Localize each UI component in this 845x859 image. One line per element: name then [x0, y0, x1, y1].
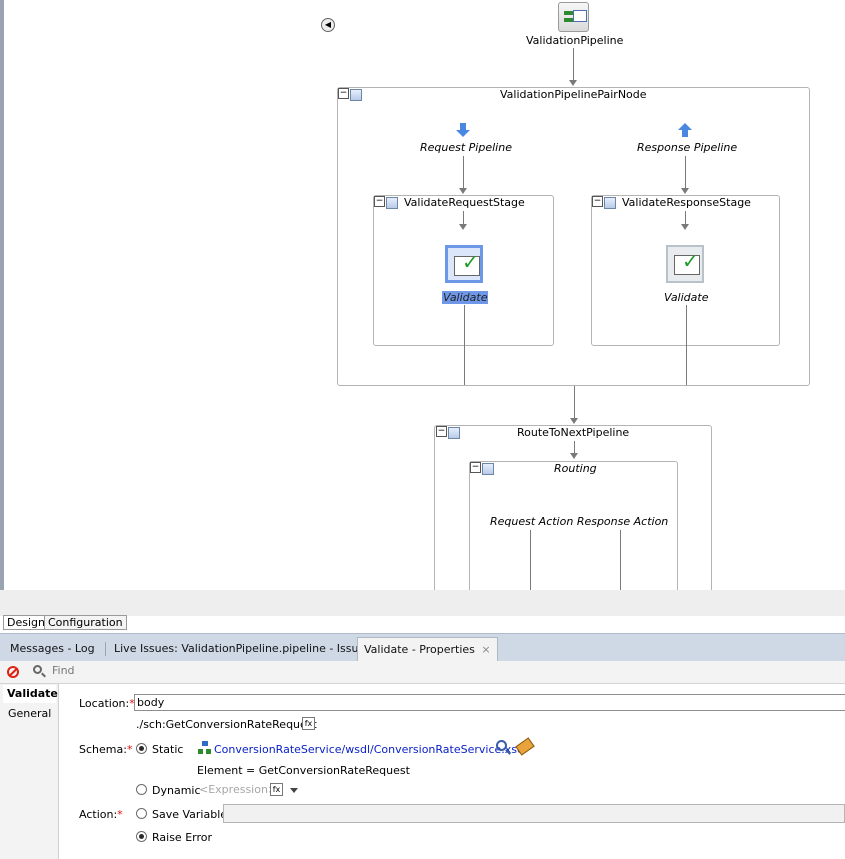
- required-mark: *: [129, 697, 135, 710]
- required-mark: *: [126, 743, 133, 756]
- action-label-text: Action:: [79, 808, 118, 821]
- action-label: Action:*: [79, 808, 123, 821]
- element-text: Element = GetConversionRateRequest: [197, 764, 410, 777]
- schema-label: Schema:*: [79, 743, 132, 756]
- stage-icon: [386, 197, 398, 209]
- expression-placeholder[interactable]: <Expression>: [199, 783, 278, 796]
- location-label: Location:*: [79, 697, 135, 710]
- dynamic-radio[interactable]: [136, 784, 147, 795]
- response-validate-label[interactable]: Validate: [664, 291, 709, 304]
- arrow-up-icon: [678, 123, 692, 137]
- routing-title: Routing: [554, 462, 597, 475]
- find-input[interactable]: Find: [52, 664, 75, 677]
- stop-icon[interactable]: [7, 666, 19, 678]
- collapse-response-stage-icon[interactable]: −: [592, 196, 603, 207]
- dynamic-label: Dynamic: [152, 784, 201, 797]
- expression-editor-icon[interactable]: fx: [270, 783, 283, 796]
- search-icon: [33, 665, 42, 674]
- collapse-left-icon[interactable]: ◀: [321, 18, 335, 32]
- panel-tab-bar: Messages - Log Live Issues: ValidationPi…: [0, 633, 845, 662]
- pipeline-title: ValidationPipeline: [526, 34, 624, 47]
- save-variable-label: Save Variable: [152, 808, 228, 821]
- xpath-editor-icon[interactable]: fx: [302, 717, 315, 730]
- arrow-down-icon: [456, 123, 470, 137]
- collapse-routing-icon[interactable]: −: [470, 462, 481, 473]
- tab-configuration[interactable]: Configuration: [44, 615, 127, 630]
- browse-search-icon[interactable]: [496, 740, 507, 751]
- close-icon[interactable]: ×: [481, 643, 491, 656]
- schema-tree-icon: [198, 741, 212, 755]
- validate-action-icon[interactable]: ✓: [666, 245, 704, 283]
- validate-action-icon[interactable]: ✓: [445, 245, 483, 283]
- route-node-title: RouteToNextPipeline: [517, 426, 630, 439]
- schema-label-text: Schema:: [79, 743, 127, 756]
- collapse-route-node-icon[interactable]: −: [436, 426, 447, 437]
- pair-node-icon: [350, 89, 362, 101]
- tab-live-issues[interactable]: Live Issues: ValidationPipeline.pipeline…: [114, 642, 371, 655]
- tab-design[interactable]: Design: [3, 615, 49, 630]
- static-radio[interactable]: [136, 743, 147, 754]
- tab-label: Validate - Properties: [364, 643, 475, 656]
- editor-tab-strip: [0, 590, 845, 616]
- route-node-icon: [448, 427, 460, 439]
- request-pipeline-label[interactable]: Request Pipeline: [420, 141, 512, 154]
- routing-box[interactable]: [469, 461, 678, 601]
- required-mark: *: [117, 808, 123, 821]
- properties-toolbar: Find: [0, 661, 845, 684]
- pipeline-icon[interactable]: [558, 2, 589, 32]
- sidebar-item-general[interactable]: General: [8, 707, 52, 720]
- collapse-request-stage-icon[interactable]: −: [374, 196, 385, 207]
- response-stage-title: ValidateResponseStage: [622, 196, 751, 209]
- schema-link[interactable]: ConversionRateService/wsdl/ConversionRat…: [214, 743, 524, 756]
- response-pipeline-label[interactable]: Response Pipeline: [637, 141, 738, 154]
- sidebar-item-validate[interactable]: Validate: [3, 685, 58, 703]
- routing-actions-label[interactable]: Request Action Response Action: [490, 515, 669, 528]
- properties-sidebar: Validate General: [0, 684, 59, 859]
- pair-node-title: ValidationPipelinePairNode: [500, 88, 647, 101]
- request-stage-title: ValidateRequestStage: [404, 196, 525, 209]
- location-xpath: ./sch:GetConversionRateRequest: [136, 718, 317, 731]
- static-label: Static: [152, 743, 184, 756]
- location-field[interactable]: body: [134, 694, 845, 711]
- routing-icon: [482, 463, 494, 475]
- stage-icon: [604, 197, 616, 209]
- save-variable-field[interactable]: [223, 804, 845, 823]
- collapse-pair-node-icon[interactable]: −: [338, 88, 349, 99]
- location-label-text: Location:: [79, 697, 130, 710]
- raise-error-radio[interactable]: [136, 831, 147, 842]
- chevron-down-icon[interactable]: [290, 788, 298, 793]
- request-validate-label[interactable]: Validate: [442, 291, 489, 304]
- save-variable-radio[interactable]: [136, 808, 147, 819]
- tab-messages-log[interactable]: Messages - Log: [10, 642, 95, 655]
- tab-validate-properties[interactable]: Validate - Properties ×: [357, 637, 498, 662]
- raise-error-label: Raise Error: [152, 831, 213, 844]
